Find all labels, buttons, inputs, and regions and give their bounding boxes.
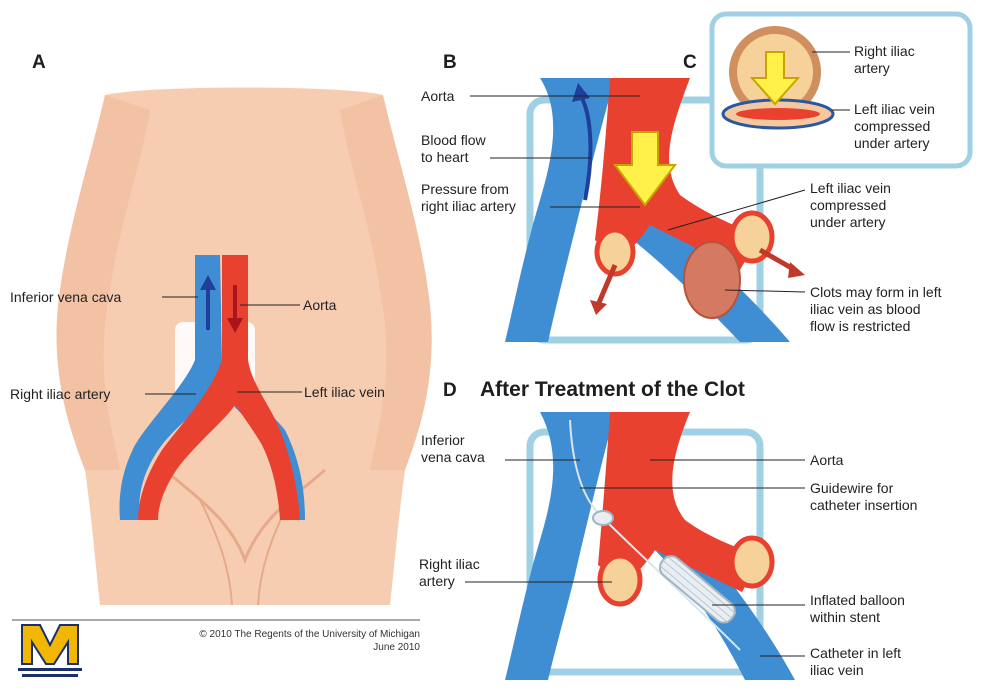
panel-b-red-arrow-left-head <box>590 300 607 315</box>
label-c-right-iliac-artery: Right iliac artery <box>854 43 915 77</box>
label-a-inferior-vena-cava: Inferior vena cava <box>10 289 121 306</box>
logo-wordmark-2 <box>22 674 78 677</box>
label-d-right-iliac-artery: Right iliac artery <box>419 556 480 590</box>
label-b-clots: Clots may form in left iliac vein as blo… <box>810 284 941 335</box>
label-d-catheter: Catheter in left iliac vein <box>810 645 901 679</box>
label-b-pressure: Pressure from right iliac artery <box>421 181 516 215</box>
panel-a-figure <box>57 88 432 606</box>
label-d-balloon: Inflated balloon within stent <box>810 592 905 626</box>
label-d-aorta: Aorta <box>810 452 843 469</box>
logo-wordmark <box>18 668 82 671</box>
panel-c-letter: C <box>683 52 697 74</box>
label-b-aorta: Aorta <box>421 88 454 105</box>
label-b-blood-flow: Blood flow to heart <box>421 132 486 166</box>
label-d-inferior-vena-cava: Inferior vena cava <box>421 432 485 466</box>
label-d-guidewire: Guidewire for catheter insertion <box>810 480 917 514</box>
panel-b-letter: B <box>443 52 457 74</box>
panel-c-vein-inner <box>736 108 820 120</box>
panel-d-catheter-tip <box>593 511 613 525</box>
university-logo <box>18 625 82 677</box>
panel-d-letter: D <box>443 380 457 402</box>
label-c-left-iliac-vein: Left iliac vein compressed under artery <box>854 101 935 152</box>
panel-b-clot <box>684 242 740 318</box>
logo-m-shape <box>22 625 78 664</box>
panel-d-artery-end-left <box>600 556 640 604</box>
panel-d-artery-end-right <box>732 538 772 586</box>
panel-b-red-arrow-right-head <box>788 262 805 278</box>
panel-d-title: After Treatment of the Clot <box>480 378 745 402</box>
panel-a-letter: A <box>32 52 46 74</box>
label-a-right-iliac-artery: Right iliac artery <box>10 386 110 403</box>
panel-d-figure <box>465 412 805 680</box>
panel-d-vein <box>505 412 615 680</box>
label-a-left-iliac-vein: Left iliac vein <box>304 384 385 401</box>
label-b-compressed: Left iliac vein compressed under artery <box>810 180 891 231</box>
copyright-text: © 2010 The Regents of the University of … <box>140 628 420 654</box>
label-a-aorta: Aorta <box>303 297 336 314</box>
